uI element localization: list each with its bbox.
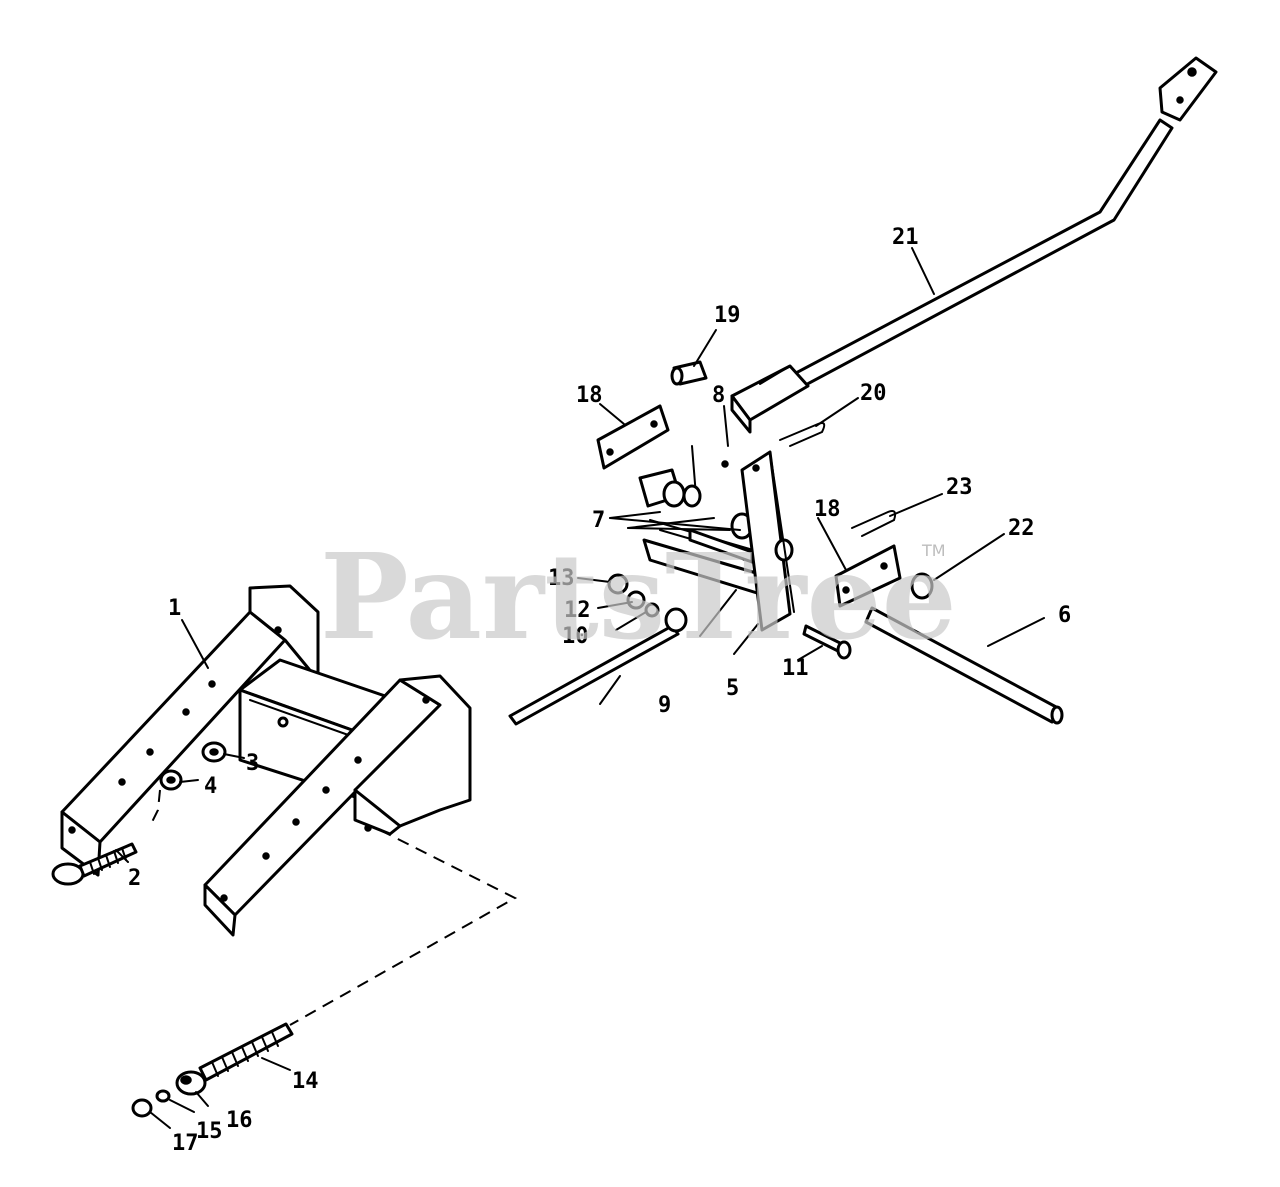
part-22-bolt bbox=[910, 572, 934, 600]
part-9-rod bbox=[508, 589, 737, 726]
part-14-spring bbox=[198, 1022, 294, 1082]
callout-7: 7 bbox=[592, 508, 605, 533]
callout-19: 19 bbox=[714, 303, 741, 328]
callout-4: 4 bbox=[204, 774, 217, 799]
part-4-nut bbox=[149, 769, 183, 827]
part-23-hairpin bbox=[851, 510, 897, 537]
callout-21: 21 bbox=[892, 225, 919, 250]
part-12-washer bbox=[626, 590, 646, 610]
part-18-plate-lower bbox=[834, 544, 902, 608]
part-16-washer bbox=[175, 1070, 207, 1096]
part-17-nut bbox=[131, 1098, 153, 1118]
leader-lines bbox=[115, 247, 1045, 1129]
callout-8: 8 bbox=[712, 383, 725, 408]
callout-17: 17 bbox=[172, 1131, 199, 1156]
part-1-hitch-bracket bbox=[60, 584, 472, 937]
callout-2: 2 bbox=[128, 866, 141, 891]
callout-12: 12 bbox=[564, 598, 591, 623]
alignment-line-14 bbox=[289, 829, 518, 1026]
callout-6: 6 bbox=[1058, 603, 1071, 628]
callout-11: 11 bbox=[782, 656, 809, 681]
part-5-lever-plate bbox=[740, 450, 795, 632]
part-11-bolt bbox=[802, 624, 852, 660]
callout-9: 9 bbox=[658, 693, 671, 718]
callout-18-upper: 18 bbox=[576, 383, 603, 408]
part-6-shaft bbox=[864, 606, 1064, 725]
callout-15: 15 bbox=[196, 1119, 223, 1144]
part-19-pin bbox=[670, 360, 708, 386]
part-21-lift-handle bbox=[730, 56, 1218, 434]
callout-1: 1 bbox=[168, 596, 181, 621]
callout-10: 10 bbox=[562, 624, 589, 649]
callout-20: 20 bbox=[860, 381, 887, 406]
part-18-plate-upper bbox=[596, 404, 670, 470]
callout-3: 3 bbox=[246, 751, 259, 776]
callout-18-lower: 18 bbox=[814, 497, 841, 522]
part-3-washer bbox=[201, 741, 227, 763]
callout-14: 14 bbox=[292, 1069, 319, 1094]
callout-16: 16 bbox=[226, 1108, 253, 1133]
part-2-eye-bolt bbox=[51, 842, 138, 886]
part-15-lockwasher bbox=[155, 1089, 171, 1103]
callout-5: 5 bbox=[726, 676, 739, 701]
callout-13: 13 bbox=[548, 566, 575, 591]
part-10-washer bbox=[644, 602, 660, 618]
callout-23: 23 bbox=[946, 475, 973, 500]
part-20-hairpin bbox=[779, 422, 826, 447]
callout-22: 22 bbox=[1008, 516, 1035, 541]
part-13-nut bbox=[607, 573, 629, 595]
callout-labels: 1 2 3 4 5 6 7 8 9 10 11 12 13 14 15 16 1… bbox=[128, 225, 1071, 1156]
